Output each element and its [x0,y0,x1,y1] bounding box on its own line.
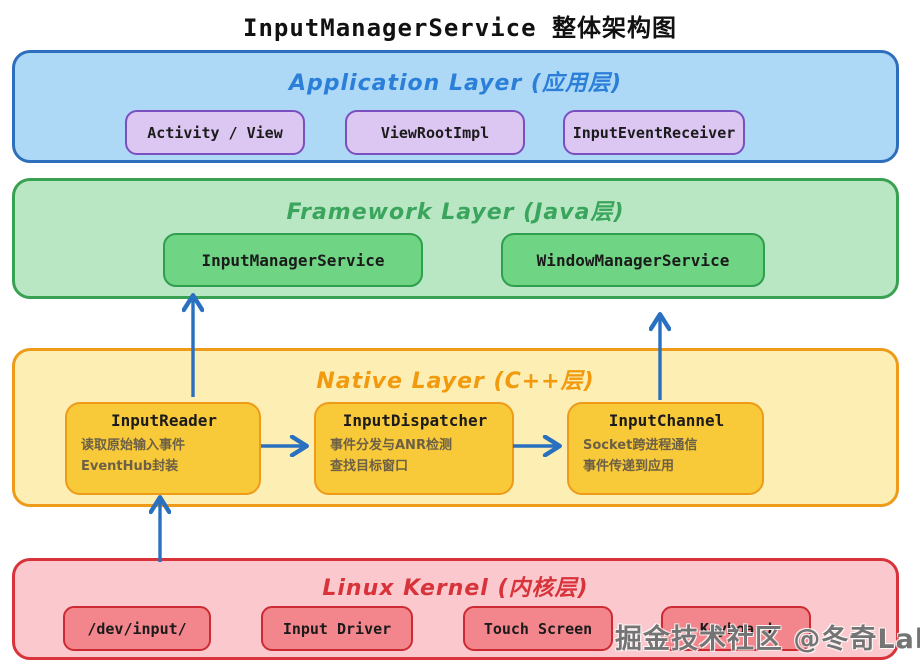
box-windowmanagerservice: WindowManagerService [501,233,765,287]
box-input-driver-label: Input Driver [282,619,392,638]
box-viewrootimpl-label: ViewRootImpl [380,123,490,142]
box-inputeventreceiver-label: InputEventReceiver [572,123,736,142]
box-dev-input: /dev/input/ [63,606,211,651]
box-touch-screen-label: Touch Screen [483,619,593,638]
box-inputdispatcher-caption-2: 查找目标窗口 [330,459,409,474]
box-inputreader-caption-2: EventHub封装 [81,459,179,474]
box-keyboard: Keyboard [661,606,811,651]
box-inputdispatcher-caption-1: 事件分发与ANR检测 [330,438,452,453]
box-input-driver: Input Driver [261,606,413,651]
box-inputmanagerservice: InputManagerService [163,233,423,287]
box-inputmanagerservice-label: InputManagerService [201,250,385,270]
box-dev-input-label: /dev/input/ [87,619,187,638]
box-inputchannel-label: InputChannel [608,411,725,430]
box-windowmanagerservice-label: WindowManagerService [536,250,730,270]
box-inputdispatcher: InputDispatcher 事件分发与ANR检测 查找目标窗口 [314,402,514,495]
box-inputreader-label: InputReader [111,411,217,430]
box-inputreader: InputReader 读取原始输入事件 EventHub封装 [65,402,261,495]
box-activity-view-label: Activity / View [147,123,283,142]
application-layer: Application Layer (应用层) Activity / View … [12,50,899,163]
box-touch-screen: Touch Screen [463,606,613,651]
box-inputeventreceiver: InputEventReceiver [563,110,745,155]
box-inputchannel-caption-1: Socket跨进程通信 [583,438,698,453]
diagram-title: InputManagerService 整体架构图 [243,14,677,42]
framework-layer-heading: Framework Layer (Java层) [286,200,625,225]
box-viewrootimpl: ViewRootImpl [345,110,525,155]
box-inputdispatcher-label: InputDispatcher [342,411,488,430]
application-layer-heading: Application Layer (应用层) [288,71,623,96]
box-activity-view: Activity / View [125,110,305,155]
watermark: 掘金技术社区 @冬奇Lab [615,624,920,655]
kernel-layer-heading: Linux Kernel (内核层) [322,576,589,601]
box-inputreader-caption-1: 读取原始输入事件 [81,438,186,453]
box-inputchannel: InputChannel Socket跨进程通信 事件传递到应用 [567,402,764,495]
framework-layer: Framework Layer (Java层) InputManagerServ… [12,178,899,299]
native-layer-heading: Native Layer (C++层) [316,369,595,394]
native-layer: Native Layer (C++层) InputReader 读取原始输入事件… [12,348,899,507]
box-inputchannel-caption-2: 事件传递到应用 [583,459,675,474]
box-keyboard-label: Keyboard [699,619,773,638]
kernel-layer: Linux Kernel (内核层) /dev/input/ Input Dri… [12,558,899,660]
